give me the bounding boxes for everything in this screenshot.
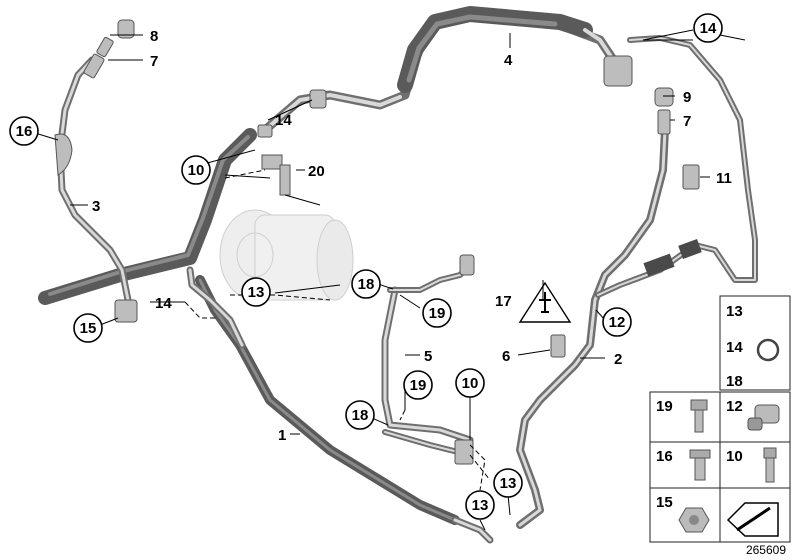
svg-text:12: 12 xyxy=(609,314,626,331)
pipe-suction-left-hose xyxy=(38,128,257,305)
pipe-4-top-hose xyxy=(257,6,633,138)
part-20-sensor xyxy=(261,154,321,206)
callout-2: 2 xyxy=(614,351,622,368)
callout-19-top: 19 xyxy=(422,298,452,328)
callout-20: 20 xyxy=(308,163,325,180)
svg-text:14: 14 xyxy=(700,20,717,37)
svg-text:15: 15 xyxy=(80,320,97,337)
legend-label-19: 19 xyxy=(656,398,673,415)
legend-panel: 13 14 18 19 12 16 10 15 xyxy=(649,295,791,543)
legend-label-14: 14 xyxy=(726,339,743,356)
svg-text:14: 14 xyxy=(155,295,172,312)
part-6-pressure-sensor xyxy=(550,334,566,358)
flange-bolt-icon xyxy=(689,449,711,481)
svg-text:8: 8 xyxy=(150,28,158,45)
callout-16: 16 xyxy=(9,116,39,146)
legend-label-10: 10 xyxy=(726,448,743,465)
callout-10-left: 10 xyxy=(181,155,211,185)
svg-text:17: 17 xyxy=(495,293,512,310)
callout-4: 4 xyxy=(504,52,513,69)
legend-label-12: 12 xyxy=(726,398,743,415)
svg-text:7: 7 xyxy=(150,53,158,70)
svg-text:13: 13 xyxy=(248,284,265,301)
hex-screw-icon xyxy=(763,447,777,483)
svg-text:19: 19 xyxy=(429,305,446,322)
o-ring-icon xyxy=(756,338,780,362)
svg-text:13: 13 xyxy=(500,475,517,492)
pipe-2-right xyxy=(516,87,674,529)
nut-icon xyxy=(678,507,710,533)
callout-3: 3 xyxy=(92,198,100,215)
svg-text:9: 9 xyxy=(683,89,691,106)
callout-19-mid: 19 xyxy=(403,370,433,400)
legend-label-13: 13 xyxy=(726,303,743,320)
pipe-14-right-loop xyxy=(595,35,758,298)
svg-text:4: 4 xyxy=(504,52,513,69)
callout-13-compressor: 13 xyxy=(241,277,271,307)
callout-9: 9 xyxy=(683,89,691,106)
callout-14-top: 14 xyxy=(275,112,292,129)
svg-text:1: 1 xyxy=(278,427,286,444)
callout-8: 8 xyxy=(150,28,158,45)
callout-7-right: 7 xyxy=(683,113,691,130)
callout-12: 12 xyxy=(602,307,632,337)
pipe-5-mid xyxy=(381,254,475,465)
svg-text:18: 18 xyxy=(358,276,375,293)
callout-18-top: 18 xyxy=(351,269,381,299)
svg-text:11: 11 xyxy=(716,170,732,187)
callout-11: 11 xyxy=(716,170,732,187)
svg-text:18: 18 xyxy=(352,407,369,424)
callout-15: 15 xyxy=(73,313,103,343)
svg-text:10: 10 xyxy=(462,375,479,392)
callout-14-right: 14 xyxy=(693,13,723,43)
svg-text:5: 5 xyxy=(424,348,432,365)
bolt-icon xyxy=(690,399,708,433)
svg-text:14: 14 xyxy=(275,112,292,129)
callout-17: 17 xyxy=(495,293,512,310)
part-11-bracket xyxy=(682,164,700,190)
legend-label-16: 16 xyxy=(656,448,673,465)
svg-text:6: 6 xyxy=(502,348,510,365)
warning-triangle-icon xyxy=(518,281,572,323)
svg-text:13: 13 xyxy=(472,497,489,514)
compressor xyxy=(219,209,354,301)
pipe-3-left xyxy=(54,19,138,323)
callout-13-bottom: 13 xyxy=(465,490,495,520)
legend-label-15: 15 xyxy=(656,494,673,511)
svg-text:16: 16 xyxy=(16,123,33,140)
svg-text:2: 2 xyxy=(614,351,622,368)
callout-6: 6 xyxy=(502,348,510,365)
svg-text:20: 20 xyxy=(308,163,325,180)
callout-7-left: 7 xyxy=(150,53,158,70)
callout-18-mid: 18 xyxy=(345,400,375,430)
svg-text:19: 19 xyxy=(410,377,427,394)
diagram-id: 265609 xyxy=(746,543,786,557)
svg-text:7: 7 xyxy=(683,113,691,130)
clip-icon xyxy=(747,404,780,431)
svg-text:10: 10 xyxy=(188,162,205,179)
legend-label-18: 18 xyxy=(726,373,743,390)
svg-text:3: 3 xyxy=(92,198,100,215)
arrow-symbol-icon xyxy=(726,502,779,537)
pipe-1-bottom-left xyxy=(186,266,494,544)
callout-14-left: 14 xyxy=(155,295,172,312)
callout-5: 5 xyxy=(424,348,432,365)
callout-10-mid: 10 xyxy=(455,368,485,398)
callout-1: 1 xyxy=(278,427,286,444)
callout-13-lower-right: 13 xyxy=(493,468,523,498)
